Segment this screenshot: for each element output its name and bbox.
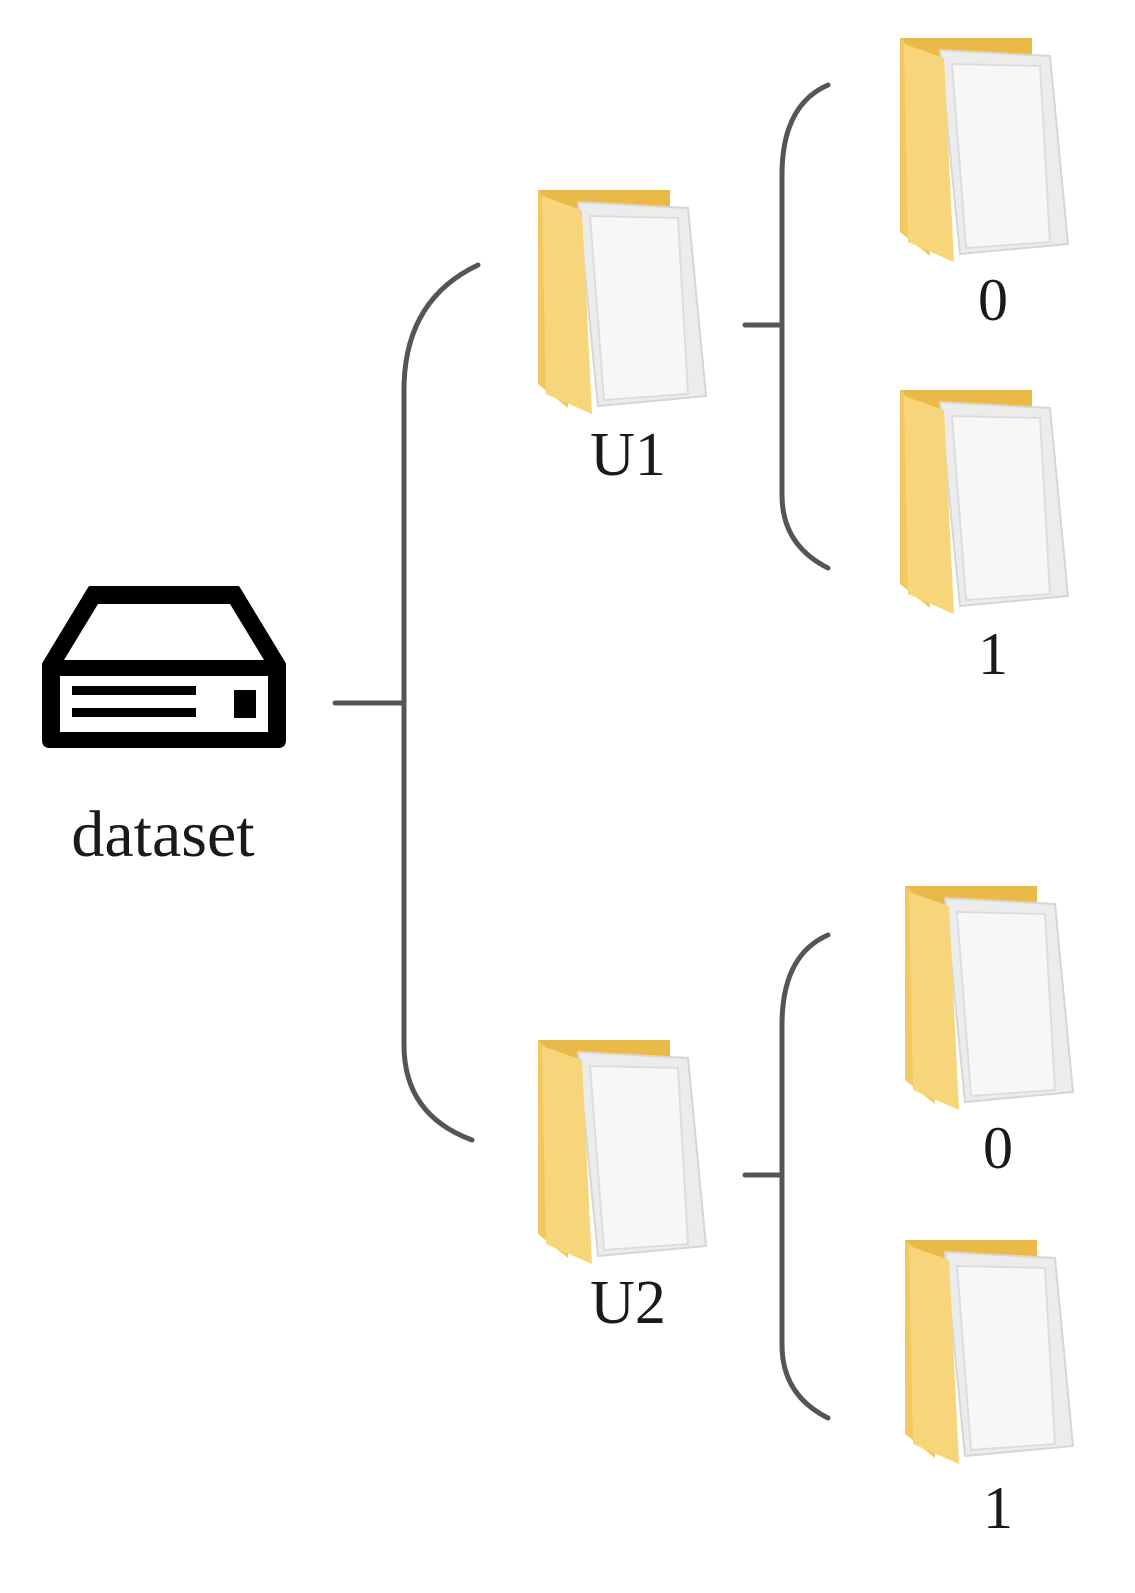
folder-u1-0-label: 0 [978, 267, 1008, 333]
folder-icon [905, 1240, 1075, 1464]
folder-u1-0[interactable] [900, 34, 1078, 267]
u2-brace [779, 932, 831, 1421]
folder-icon [900, 38, 1070, 262]
folder-u1[interactable] [538, 186, 716, 419]
folder-icon [538, 1040, 708, 1264]
folder-u2-0-label: 0 [983, 1115, 1013, 1181]
hard-drive-icon [38, 582, 290, 757]
folder-icon [905, 886, 1075, 1110]
folder-u2-label: U2 [590, 1269, 666, 1337]
root-brace [401, 262, 481, 1143]
folder-u2-1[interactable] [905, 1236, 1083, 1469]
folder-u1-1-label: 1 [978, 621, 1008, 687]
folder-u2-0[interactable] [905, 882, 1083, 1115]
u1-brace [779, 82, 831, 571]
folder-u1-1[interactable] [900, 386, 1078, 619]
folder-u2[interactable] [538, 1036, 716, 1269]
folder-icon [900, 390, 1070, 614]
folder-u1-label: U1 [590, 421, 666, 489]
folder-u2-1-label: 1 [983, 1475, 1013, 1541]
root-label: dataset [71, 798, 255, 871]
folder-icon [538, 190, 708, 414]
